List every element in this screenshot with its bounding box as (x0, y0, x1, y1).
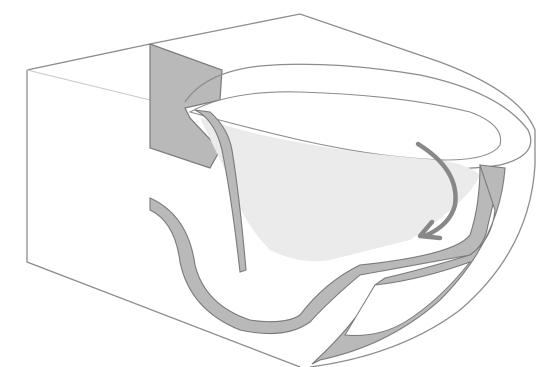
bowl-shell (184, 63, 536, 367)
bowl-section-profile (149, 109, 506, 365)
bowl-rim-top (184, 63, 532, 170)
bowl-section-inner-wall (194, 109, 247, 273)
wall-slab-face (149, 43, 223, 169)
arrow-head (417, 219, 443, 241)
back-panel-side (26, 70, 301, 367)
outlet-gap (344, 260, 472, 336)
wall-slab (149, 43, 223, 169)
back-panel-inner-edge (26, 69, 151, 101)
bowl-rim-inner (188, 91, 502, 161)
curved-arrow-icon (415, 141, 458, 241)
trapway-section (149, 164, 501, 335)
back-panel-outline (26, 13, 536, 165)
arrow-shaft (415, 141, 458, 239)
bowl-glaze-surface (200, 118, 480, 262)
bowl-outer-shell (309, 164, 536, 367)
back-panel (26, 13, 536, 367)
